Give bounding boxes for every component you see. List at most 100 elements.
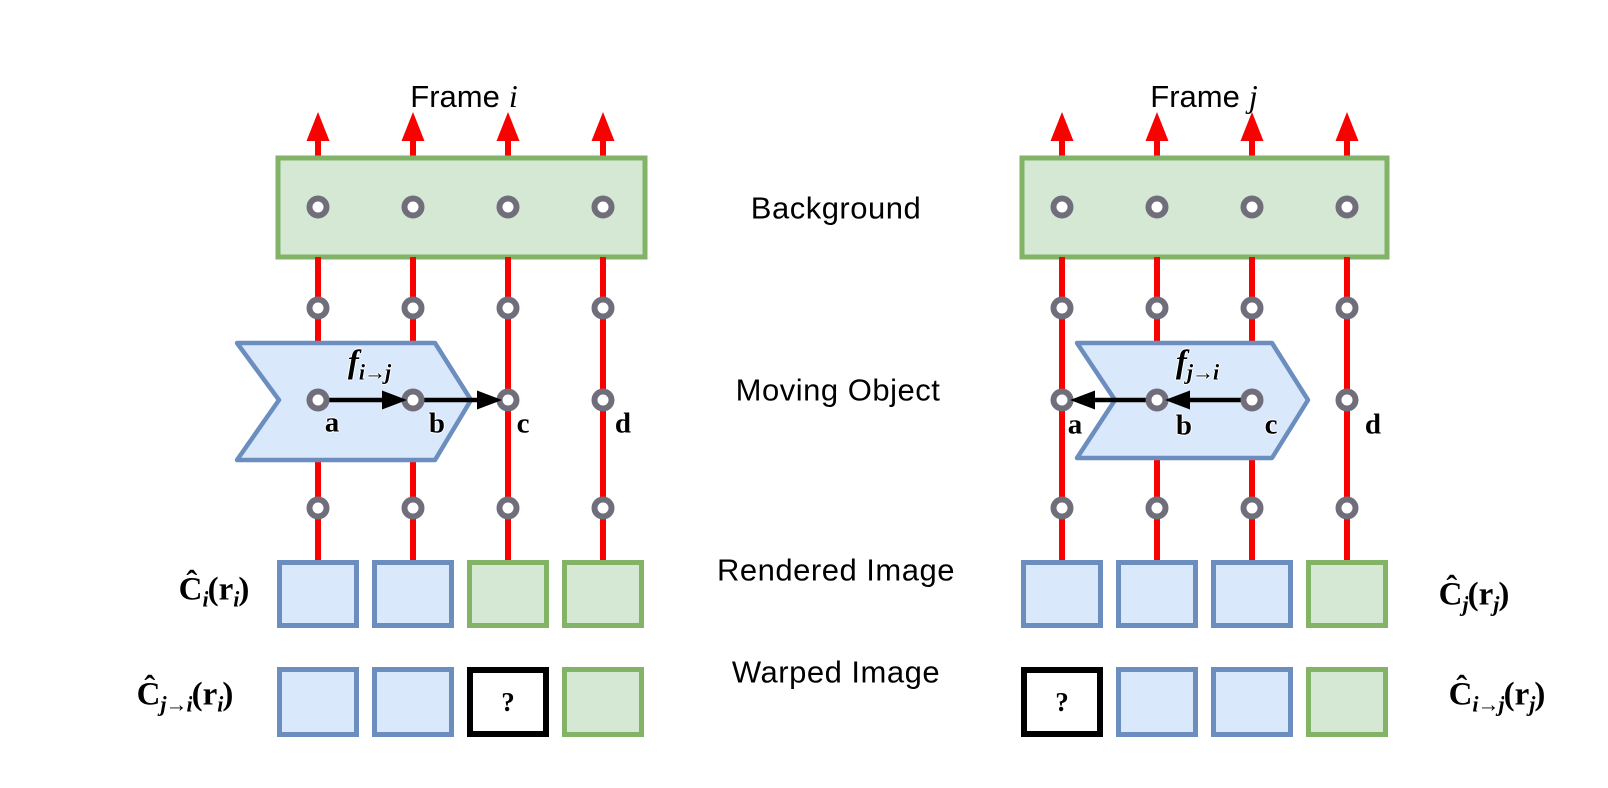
flow-arrow-head — [1070, 390, 1095, 410]
flow-arrow-heads-i — [382, 390, 502, 410]
ray-sample-circle — [496, 496, 520, 520]
rendered-image-label-j: Ĉj(rj) — [1438, 576, 1510, 617]
question-mark: ? — [1055, 686, 1069, 717]
camera-arrow-head — [401, 112, 425, 141]
point-c-circle — [1240, 388, 1264, 412]
camera-arrow-head — [496, 112, 520, 141]
warped-pixel-square unknown-pixel-square: ? — [467, 667, 549, 737]
sample-points-j — [1050, 195, 1359, 520]
warped-pixel-square unknown-pixel-square: ? — [1021, 667, 1103, 737]
rendered-pixel-square — [467, 560, 549, 628]
ray-sample-circle — [306, 296, 330, 320]
rendered-pixel-square — [1021, 560, 1103, 628]
background-sample-circle — [401, 195, 425, 219]
point-a-circle — [1050, 388, 1074, 412]
rendered-pixel-square — [277, 560, 359, 628]
ray-sample-circle — [1050, 496, 1074, 520]
math-mid: (r — [1503, 676, 1530, 713]
point-label-a: a — [1067, 408, 1083, 441]
ray-sample-circle — [401, 496, 425, 520]
ray-sample-circle — [1145, 496, 1169, 520]
frame-title-variable: j — [1248, 78, 1258, 114]
flow-label-sub: i→j — [358, 359, 391, 385]
warped-pixel-square — [372, 667, 454, 737]
point-label-c: c — [516, 407, 530, 440]
point-label-d: d — [1364, 408, 1382, 441]
math-end: ) — [1534, 676, 1546, 713]
camera-arrows-j — [1050, 112, 1359, 158]
warped-pixel-square — [1306, 667, 1388, 737]
flow-label-base: f — [1175, 344, 1187, 381]
rendered-pixel-square — [1306, 560, 1388, 628]
point-c-circle — [496, 388, 520, 412]
warped-pixel-square — [1211, 667, 1293, 737]
frame-title-prefix: Frame — [410, 79, 500, 114]
frame-i-diagram — [234, 112, 648, 560]
point-a-circle — [306, 388, 330, 412]
background-box-j — [1019, 155, 1390, 260]
camera-arrow-head — [1050, 112, 1074, 141]
point-d-circle — [1335, 388, 1359, 412]
flow-label-base: f — [347, 344, 359, 381]
math-base: Ĉ — [1438, 576, 1463, 613]
frame-title-prefix: Frame — [1150, 79, 1240, 114]
math-sub: j→i — [160, 691, 192, 717]
background-sample-circle — [1145, 195, 1169, 219]
ray-sample-circle — [591, 296, 615, 320]
rendered-pixel-square — [1211, 560, 1293, 628]
flow-label-sub: j→i — [1186, 359, 1219, 385]
ray-sample-circle — [1050, 296, 1074, 320]
point-label-a: a — [324, 406, 340, 439]
ray-sample-circle — [306, 496, 330, 520]
camera-arrow-head — [1145, 112, 1169, 141]
point-b-circle — [401, 388, 425, 412]
sample-points-i — [306, 195, 615, 520]
warped-pixel-square — [277, 667, 359, 737]
camera-arrow-head — [1335, 112, 1359, 141]
ray-sample-circle — [1240, 496, 1264, 520]
rendered-image-label-i: Ĉi(ri) — [179, 571, 250, 612]
math-sub: j — [1493, 591, 1499, 617]
math-mid: (r — [191, 676, 218, 713]
ray-sample-circle — [1335, 496, 1359, 520]
point-d-circle — [591, 388, 615, 412]
warped-pixel-square — [562, 667, 644, 737]
question-mark: ? — [501, 686, 515, 717]
ray-sample-circle — [1335, 296, 1359, 320]
flow-arrow-head — [1165, 390, 1190, 410]
background-sample-circle — [1050, 195, 1074, 219]
math-sub: i — [233, 586, 239, 612]
warped-image-label-j: Ĉi→j(rj) — [1448, 676, 1546, 716]
background-sample-circle — [1240, 195, 1264, 219]
rendered-pixel-square — [1116, 560, 1198, 628]
math-mid: (r — [207, 571, 234, 608]
camera-arrows-i — [306, 112, 615, 158]
warped-image-row-label: Warped Image — [731, 654, 941, 690]
math-sub: j — [1462, 591, 1468, 617]
point-b-circle — [1145, 388, 1169, 412]
point-label-d: d — [614, 407, 632, 440]
background-sample-circle — [591, 195, 615, 219]
ray-sample-circle — [1145, 296, 1169, 320]
flow-arrow-heads-j — [1070, 390, 1190, 410]
math-base: Ĉ — [1448, 676, 1473, 713]
flow-arrow-head — [382, 390, 407, 410]
point-label-b: b — [1175, 409, 1193, 442]
ray-sample-circle — [1240, 296, 1264, 320]
background-sample-circle — [306, 195, 330, 219]
flow-arrow-head — [477, 390, 502, 410]
math-mid: (r — [1467, 576, 1494, 613]
camera-arrow-head — [306, 112, 330, 141]
math-sub: i — [217, 691, 223, 717]
flow-label-i-to-j: fi→j — [347, 344, 391, 385]
rendered-pixel-square — [562, 560, 644, 628]
moving-object-row-label: Moving Object — [735, 372, 941, 408]
rendered-image-row-label: Rendered Image — [717, 552, 955, 588]
ray-sample-circle — [401, 296, 425, 320]
math-sub: i — [202, 586, 208, 612]
math-end: ) — [1498, 576, 1510, 613]
